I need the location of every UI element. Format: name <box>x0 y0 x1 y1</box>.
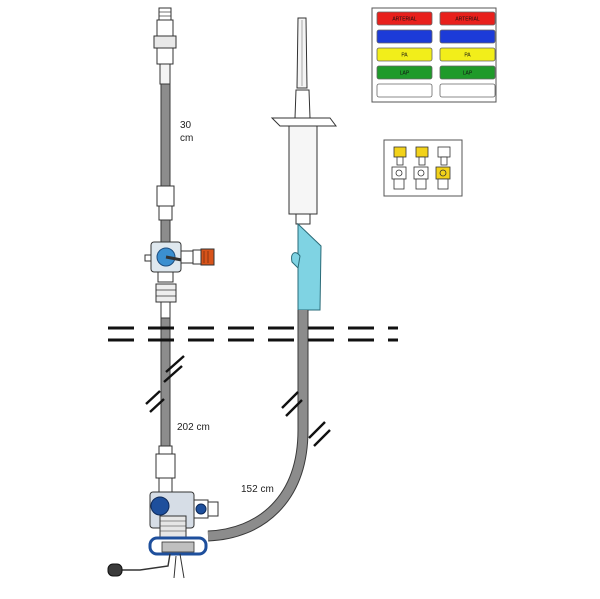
stopcock-cap-orange <box>200 248 215 266</box>
color-label-swatch-4-left <box>376 65 433 80</box>
transducer-assembly <box>107 491 219 579</box>
inline-connector-lower <box>155 445 176 493</box>
color-label-text-1-right: ARTERIAL <box>455 17 480 23</box>
color-label-swatch-2-left <box>376 29 433 44</box>
break-marks-left <box>145 355 185 413</box>
length-label-30cm-value: 30 <box>180 120 192 131</box>
color-label-swatch-1-left <box>376 11 433 26</box>
break-marks-right <box>281 391 331 447</box>
flow-regulator <box>291 222 322 311</box>
color-label-text-1-left: ARTERIAL <box>392 17 417 23</box>
luer-connector-top <box>153 7 177 85</box>
stopcock-upper <box>144 241 215 319</box>
color-label-swatch-3-left <box>376 47 433 62</box>
tubing-152cm <box>207 310 309 542</box>
tubing-30cm <box>160 83 171 189</box>
stopcock-icon-white <box>435 146 451 190</box>
color-label-swatch-5-left <box>376 83 433 98</box>
length-label-30cm-unit: cm <box>180 133 193 144</box>
right-line <box>207 17 337 542</box>
length-label-152cm: 152 cm <box>241 484 274 495</box>
tubing-202cm-upper <box>160 317 171 449</box>
length-label-202cm: 202 cm <box>177 422 210 433</box>
break-separator-lines <box>108 326 398 342</box>
inline-connector <box>156 185 175 243</box>
color-label-text-4-right: LAP <box>463 71 473 77</box>
stopcock-cap-icons <box>383 139 463 197</box>
stopcock-icon-yellow-1 <box>391 146 407 190</box>
color-label-text-4-left: LAP <box>400 71 410 77</box>
color-label-swatch-3-right <box>439 47 496 62</box>
stopcock-icon-yellow-2 <box>413 146 429 190</box>
color-label-text-3-right: PA <box>464 53 471 59</box>
color-label-swatch-1-right <box>439 11 496 26</box>
drip-chamber <box>288 125 318 215</box>
spike <box>294 17 311 119</box>
left-line <box>107 7 219 579</box>
color-label-swatch-4-right <box>439 65 496 80</box>
color-label-swatch-5-right <box>439 83 496 98</box>
color-label-swatch-2-right <box>439 29 496 44</box>
drip-chamber-flange <box>270 117 337 127</box>
color-label-text-3-left: PA <box>401 53 408 59</box>
color-label-key: ARTERIAL ARTERIAL PA PA LAP LAP <box>371 7 497 103</box>
